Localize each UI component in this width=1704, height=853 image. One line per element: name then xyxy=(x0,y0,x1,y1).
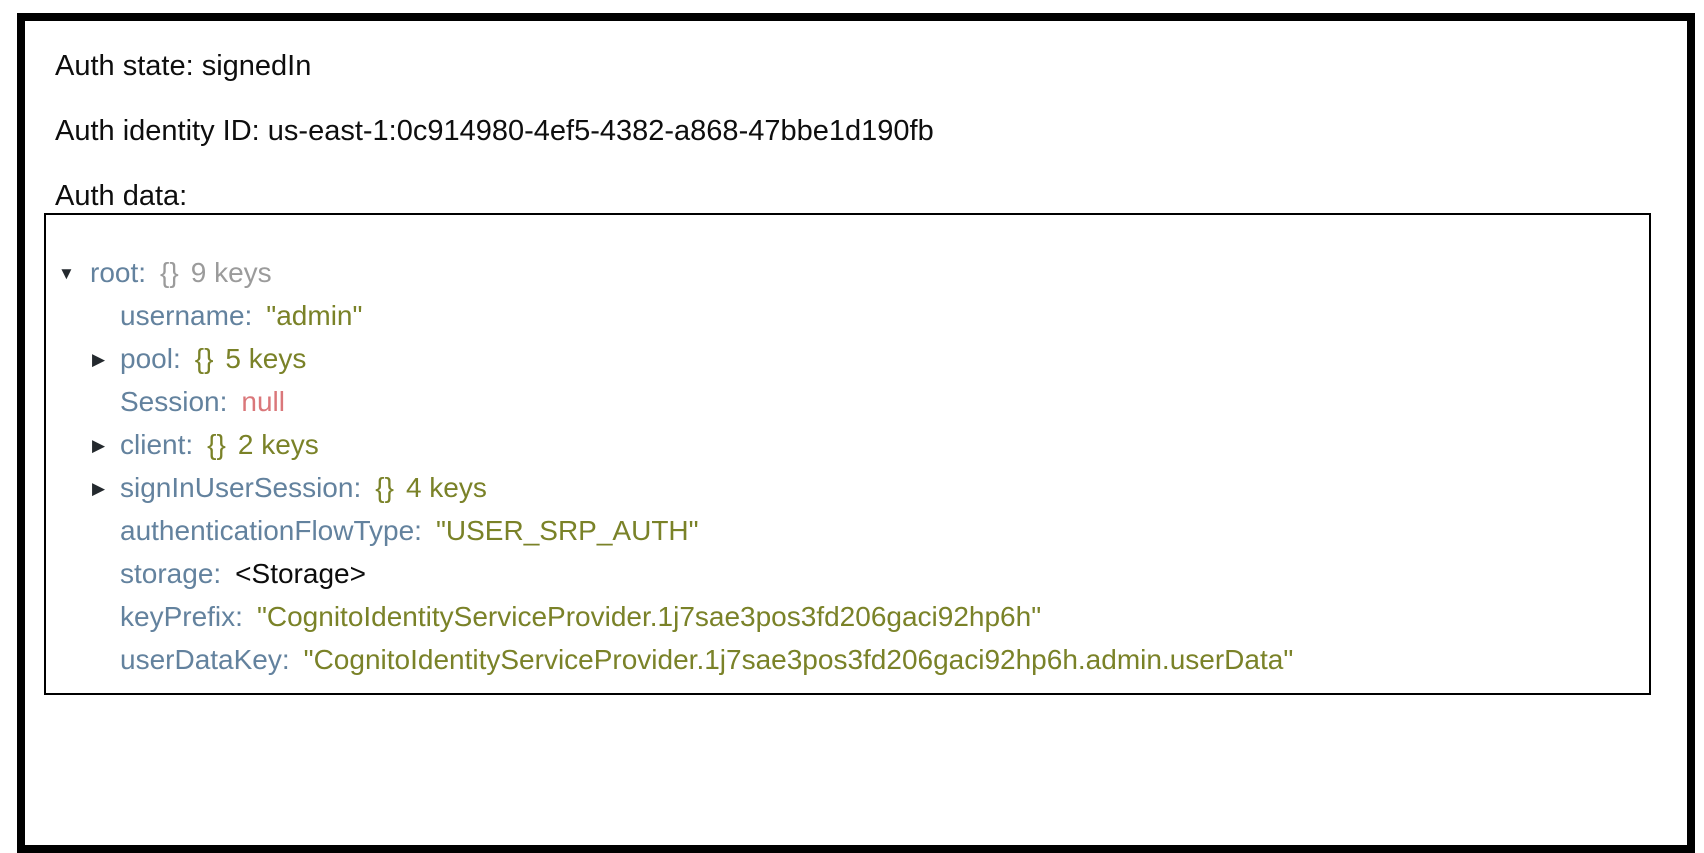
tree-key-pool[interactable]: pool: xyxy=(120,343,181,374)
tree-value-userDataKey: "CognitoIdentityServiceProvider.1j7sae3p… xyxy=(303,644,1294,675)
item-count: 4 keys xyxy=(405,472,487,503)
brace-pair: {} xyxy=(207,429,226,460)
tree-value-keyPrefix: "CognitoIdentityServiceProvider.1j7sae3p… xyxy=(256,601,1042,632)
brace-pair: {} xyxy=(375,472,394,503)
auth-identity-line: Auth identity ID: us-east-1:0c914980-4ef… xyxy=(55,115,1651,148)
expand-arrow-icon[interactable]: ▶ xyxy=(92,350,106,369)
tree-row-pool: ▶ pool: {} 5 keys xyxy=(46,337,1639,380)
auth-data-label: Auth data: xyxy=(55,180,188,212)
tree-value-authenticationFlowType: "USER_SRP_AUTH" xyxy=(435,515,699,546)
tree-row-root: ▼ root: {} 9 keys xyxy=(46,251,1639,294)
tree-row-storage: storage: <Storage> xyxy=(46,552,1639,595)
app-frame: Auth state: signedIn Auth identity ID: u… xyxy=(17,13,1695,853)
tree-row-username: username: "admin" xyxy=(46,294,1639,337)
auth-identity-label: Auth identity ID: xyxy=(55,115,260,147)
tree-key-userDataKey: userDataKey: xyxy=(120,644,290,675)
auth-state-value: signedIn xyxy=(201,50,312,82)
tree-row-Session: Session: null xyxy=(46,380,1639,423)
tree-key-root[interactable]: root: xyxy=(90,257,147,288)
collapse-arrow-icon[interactable]: ▼ xyxy=(58,264,75,283)
item-count: 5 keys xyxy=(225,343,307,374)
tree-row-userDataKey: userDataKey: "CognitoIdentityServiceProvi… xyxy=(46,638,1639,681)
tree-key-Session: Session: xyxy=(120,386,228,417)
item-count: 9 keys xyxy=(190,257,272,288)
auth-data-tree-rows: ▼ root: {} 9 keys username: "admin" ▶ pool: {} 5 … xyxy=(46,251,1639,681)
tree-row-authenticationFlowType: authenticationFlowType: "USER_SRP_AUTH" xyxy=(46,509,1639,552)
tree-key-username: username: xyxy=(120,300,253,331)
tree-key-storage: storage: xyxy=(120,558,222,589)
tree-row-signInUserSession: ▶ signInUserSession: {} 4 keys xyxy=(46,466,1639,509)
tree-key-keyPrefix: keyPrefix: xyxy=(120,601,243,632)
auth-state-line: Auth state: signedIn xyxy=(55,50,1651,83)
expand-arrow-icon[interactable]: ▶ xyxy=(92,436,106,455)
expand-arrow-icon[interactable]: ▶ xyxy=(92,479,106,498)
tree-row-client: ▶ client: {} 2 keys xyxy=(46,423,1639,466)
tree-key-signInUserSession[interactable]: signInUserSession: xyxy=(120,472,362,503)
item-count: 2 keys xyxy=(237,429,319,460)
auth-data-tree: ▼ root: {} 9 keys username: "admin" ▶ pool: {} 5 … xyxy=(44,213,1651,695)
auth-identity-value: us-east-1:0c914980-4ef5-4382-a868-47bbe1… xyxy=(267,115,934,147)
tree-value-storage: <Storage> xyxy=(235,558,366,589)
auth-state-label: Auth state: xyxy=(55,50,194,82)
tree-key-client[interactable]: client: xyxy=(120,429,194,460)
tree-key-authenticationFlowType: authenticationFlowType: xyxy=(120,515,422,546)
brace-pair: {} xyxy=(160,257,179,288)
tree-value-Session: null xyxy=(241,386,285,417)
brace-pair: {} xyxy=(194,343,214,374)
tree-row-keyPrefix: keyPrefix: "CognitoIdentityServiceProvide… xyxy=(46,595,1639,638)
tree-value-username: "admin" xyxy=(266,300,363,331)
